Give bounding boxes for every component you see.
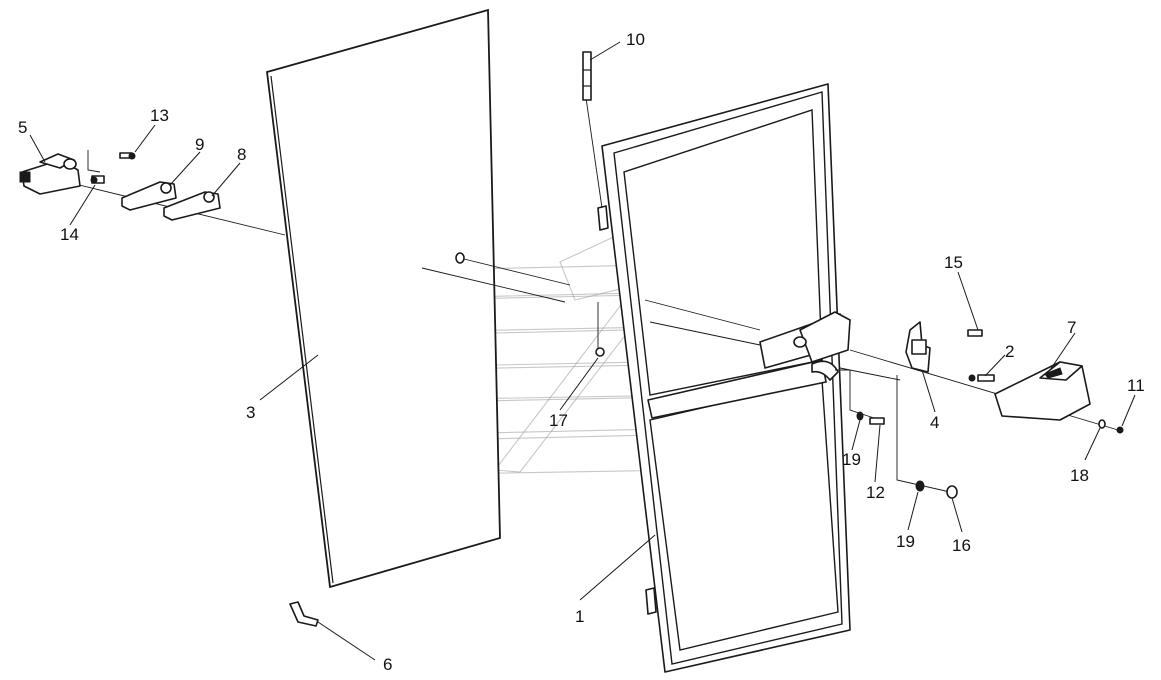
rod [582,51,592,101]
callout-18: 18 [1070,466,1089,485]
bolt [968,374,995,382]
callout-15: 15 [944,253,963,272]
hinge-block [19,153,81,195]
callout-14: 14 [60,225,79,244]
callout-labels: 1 2 3 4 5 6 7 8 9 10 11 12 13 14 15 16 1… [18,30,1145,674]
bolt [869,417,885,425]
callout-2: 2 [1005,342,1014,361]
callout-17: 17 [549,411,568,430]
callout-1: 1 [575,607,584,626]
hex-key [289,601,319,627]
callout-3: 3 [246,403,255,422]
washer [856,411,864,421]
callout-11: 11 [1127,376,1145,395]
washer [915,480,925,492]
nut [946,485,958,499]
callout-4: 4 [930,413,939,432]
callout-19: 19 [896,532,915,551]
washer [1098,419,1106,429]
hinge-bracket [759,311,851,381]
bolt [90,175,105,184]
callout-19: 19 [842,450,861,469]
callout-16: 16 [952,536,971,555]
callout-8: 8 [237,145,246,164]
nut [595,347,605,357]
bolt [119,152,136,160]
screw [1116,426,1124,434]
callout-9: 9 [195,135,204,154]
assembly-axes [37,97,1119,493]
callout-12: 12 [866,483,885,502]
washer [455,252,465,264]
leader-lines [29,41,1136,661]
hinge-plate [121,181,177,211]
callout-10: 10 [626,30,645,49]
callout-7: 7 [1067,318,1076,337]
cover-housing [994,361,1091,421]
latch [905,321,931,373]
hinge-plate [163,191,221,221]
bolt [967,329,983,337]
callout-13: 13 [150,106,169,125]
callout-5: 5 [18,118,27,137]
glass-panel [266,8,501,589]
callout-6: 6 [383,655,392,674]
door-frame [597,83,851,673]
